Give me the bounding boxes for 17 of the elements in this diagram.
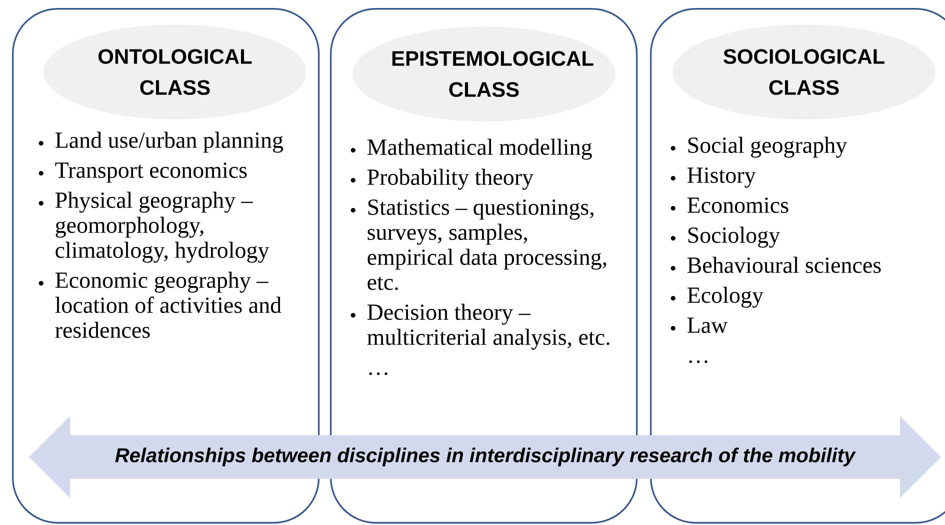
list-item: Economic geography – location of activities and residences — [38, 272, 282, 338]
list-item: Probability theory — [350, 168, 534, 190]
ellipsis: … — [369, 372, 388, 376]
list-item: Social geography — [670, 136, 848, 158]
list-item: Decision theory – multicriterial analysis, etc. — [350, 304, 610, 350]
ellipsis: … — [689, 360, 708, 364]
list-item: Mathematical modelling — [350, 138, 592, 160]
list-item: Economics — [670, 198, 788, 213]
list-item: Ecology — [670, 286, 764, 308]
list-item: Land use/urban planning — [38, 132, 284, 153]
list-item: Behavioural sciences — [670, 256, 881, 273]
list-item: Physical geography – geomorphology, climatology, hydrology — [38, 192, 270, 263]
list-item: History — [670, 168, 756, 188]
list-item: Law — [670, 318, 728, 333]
list-item: Transport economics — [38, 162, 247, 183]
list-item: Statistics – questionings, surveys, samples, empirical data processing, etc. — [350, 200, 606, 290]
list-item: Sociology — [670, 226, 780, 248]
